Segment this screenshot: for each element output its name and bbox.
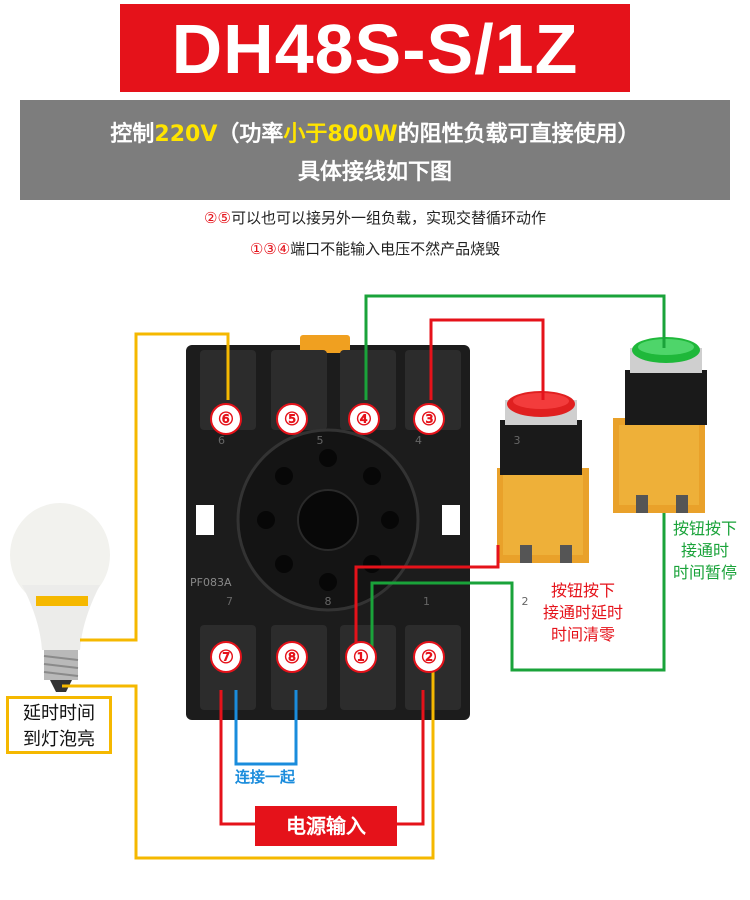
terminal-6-label: ⑥	[210, 403, 242, 435]
power-wire-left	[219, 690, 255, 826]
power-value: 800W	[327, 122, 398, 147]
light-bulb-icon	[10, 503, 110, 692]
note-text: 端口不能输入电压不然产品烧毁	[290, 240, 501, 258]
terminal-8-label: ⑧	[276, 641, 308, 673]
green-button-line-2: 接通时	[680, 541, 729, 560]
socket-top-numbers: 6 5 4 3	[218, 434, 565, 447]
green-wire-top	[364, 294, 666, 400]
desc-text: 控制	[110, 122, 155, 147]
note-marks: ①③④	[249, 240, 291, 258]
note-text: 可以也可以接另外一组负载，实现交替循环动作	[230, 209, 546, 227]
connect-together-label: 连接一起	[234, 768, 295, 786]
red-button-description: 按钮按下 接通时延时 时间清零	[528, 580, 638, 646]
description-line-1: 控制220V（功率小于800W的阻性负载可直接使用）	[20, 116, 730, 148]
power-input-label: 电源输入	[255, 806, 397, 846]
voltage-value: 220V	[154, 122, 218, 147]
blue-jumper-wire	[234, 690, 298, 766]
bulb-line-2: 到灯泡亮	[23, 729, 95, 750]
socket-bottom-numbers: 7 8 1 2	[226, 595, 573, 608]
terminal-1-label: ①	[345, 641, 377, 673]
yellow-wire-6	[80, 332, 230, 642]
terminal-7-label: ⑦	[210, 641, 242, 673]
description-line-2: 具体接线如下图	[297, 160, 452, 185]
terminal-4-label: ④	[348, 403, 380, 435]
product-title: DH48S-S/1Z	[120, 4, 630, 92]
red-button-line-3: 时间清零	[550, 625, 615, 644]
note-marks: ②⑤	[204, 209, 231, 227]
green-wire-bottom	[370, 513, 666, 672]
green-button-line-3: 时间暂停	[672, 563, 737, 582]
description-box: 控制220V（功率小于800W的阻性负载可直接使用） 具体接线如下图	[20, 100, 730, 200]
green-button-line-1: 按钮按下	[672, 519, 737, 538]
bulb-line-1: 延时时间	[23, 703, 95, 724]
red-push-button	[497, 391, 589, 563]
desc-text: （功率	[217, 122, 284, 147]
desc-highlight: 小于	[283, 122, 328, 147]
green-push-button	[613, 337, 707, 513]
terminal-3-label: ③	[413, 403, 445, 435]
desc-text: 的阻性负载可直接使用）	[397, 122, 640, 147]
yellow-wire-2	[62, 662, 435, 860]
green-button-description: 按钮按下 接通时 时间暂停	[660, 518, 750, 584]
red-wire-top	[429, 318, 545, 400]
socket-model-mark: PF083A	[190, 576, 232, 589]
bulb-description: 延时时间 到灯泡亮	[6, 696, 112, 754]
red-button-line-1: 按钮按下	[550, 581, 615, 600]
note-2: ①③④端口不能输入电压不然产品烧毁	[0, 238, 750, 259]
note-1: ②⑤可以也可以接另外一组负载，实现交替循环动作	[0, 207, 750, 228]
red-wire-bottom	[354, 545, 500, 655]
power-wire-right	[397, 690, 425, 826]
terminal-2-label: ②	[413, 641, 445, 673]
terminal-5-label: ⑤	[276, 403, 308, 435]
red-button-line-2: 接通时延时	[542, 603, 623, 622]
